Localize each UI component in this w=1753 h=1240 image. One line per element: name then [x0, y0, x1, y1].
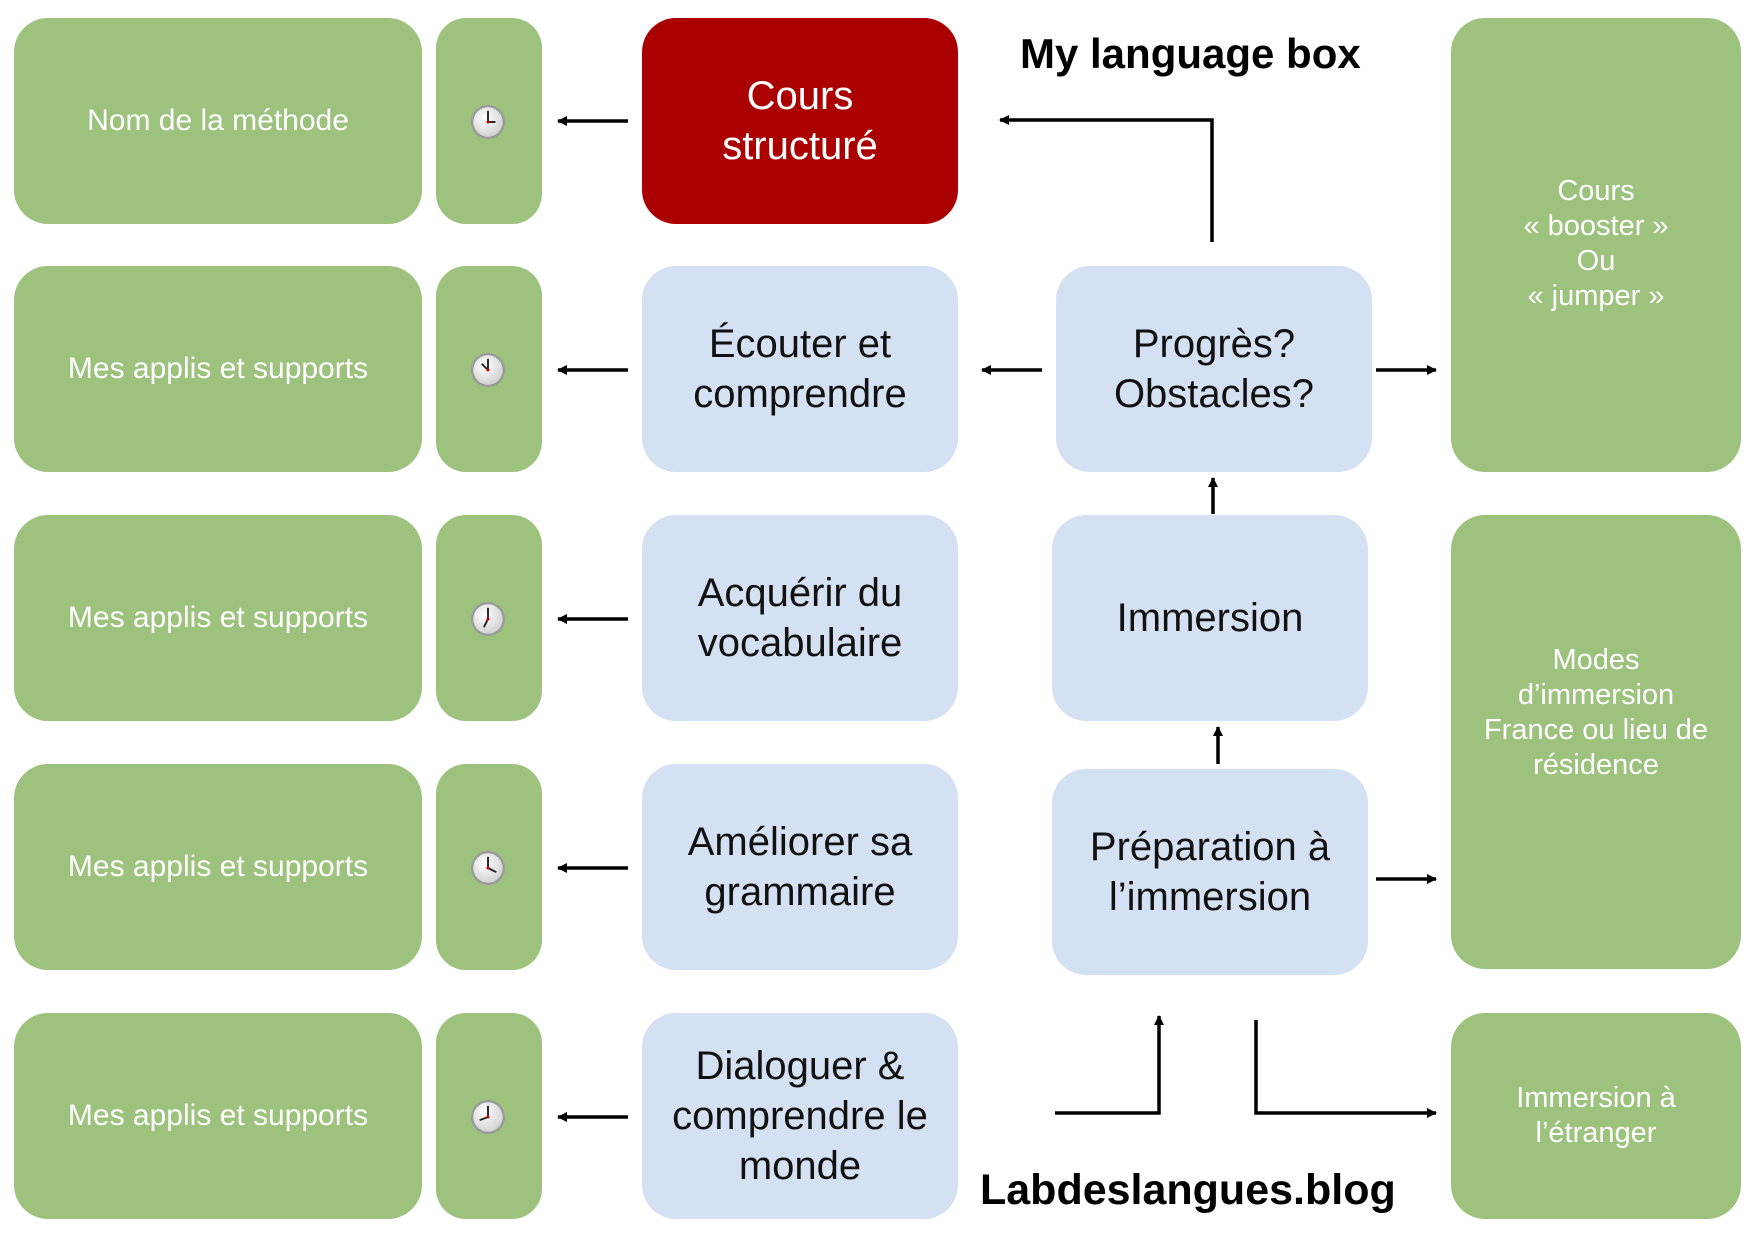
clock-icon [470, 601, 506, 637]
vocabulary-box: Acquérir du vocabulaire [642, 515, 958, 721]
dialogue-box: Dialoguer & comprendre le monde [642, 1013, 958, 1219]
arrow-to-course [999, 115, 1214, 242]
listening-box: Écouter et comprendre [642, 266, 958, 472]
progress-label: Progrès? Obstacles? [1113, 322, 1315, 416]
supports-box: Mes applis et supports [14, 266, 422, 472]
dialogue-label: Dialoguer & comprendre le monde [672, 1044, 928, 1188]
arrow-to-prep [1055, 1015, 1164, 1115]
immersion-box: Immersion [1052, 515, 1368, 721]
supports-box-label: Mes applis et supports [67, 1099, 369, 1132]
supports-box: Mes applis et supports [14, 515, 422, 721]
immersion-label: Immersion [1116, 596, 1304, 640]
arrow-to-abroad [1254, 1020, 1437, 1118]
diagram-title: My language box [1020, 30, 1361, 77]
vocabulary-label: Acquérir du vocabulaire [697, 571, 903, 665]
abroad-immersion-box: Immersion à l’étranger [1451, 1013, 1741, 1219]
diagram-footer: Labdeslangues.blog [980, 1166, 1396, 1214]
clock-icon [470, 850, 506, 886]
supports-box-label: Mes applis et supports [67, 352, 369, 385]
booster-course-box: Cours « booster » Ou « jumper » [1451, 18, 1741, 472]
structured-course-box: Cours structuré [642, 18, 958, 224]
booster-course-label: Cours « booster » Ou « jumper » [1523, 175, 1669, 312]
grammar-box: Améliorer sa grammaire [642, 764, 958, 970]
clock-icon [470, 104, 506, 140]
structured-course-label: Cours structuré [722, 74, 878, 168]
local-immersion-label: Modes d’immersion France ou lieu de rési… [1483, 644, 1709, 781]
progress-box: Progrès? Obstacles? [1056, 266, 1372, 472]
grammar-label: Améliorer sa grammaire [687, 820, 913, 914]
listening-label: Écouter et comprendre [693, 322, 907, 416]
immersion-prep-box: Préparation à l’immersion [1052, 769, 1368, 975]
local-immersion-box: Modes d’immersion France ou lieu de rési… [1451, 515, 1741, 969]
method-box: Nom de la méthode [14, 18, 422, 224]
supports-box-label: Mes applis et supports [67, 850, 369, 883]
supports-box: Mes applis et supports [14, 764, 422, 970]
supports-box: Mes applis et supports [14, 1013, 422, 1219]
method-box-label: Nom de la méthode [87, 104, 349, 137]
clock-icon [470, 1099, 506, 1135]
abroad-immersion-label: Immersion à l’étranger [1516, 1082, 1676, 1149]
clock-icon [470, 352, 506, 388]
supports-box-label: Mes applis et supports [67, 601, 369, 634]
immersion-prep-label: Préparation à l’immersion [1089, 825, 1331, 919]
